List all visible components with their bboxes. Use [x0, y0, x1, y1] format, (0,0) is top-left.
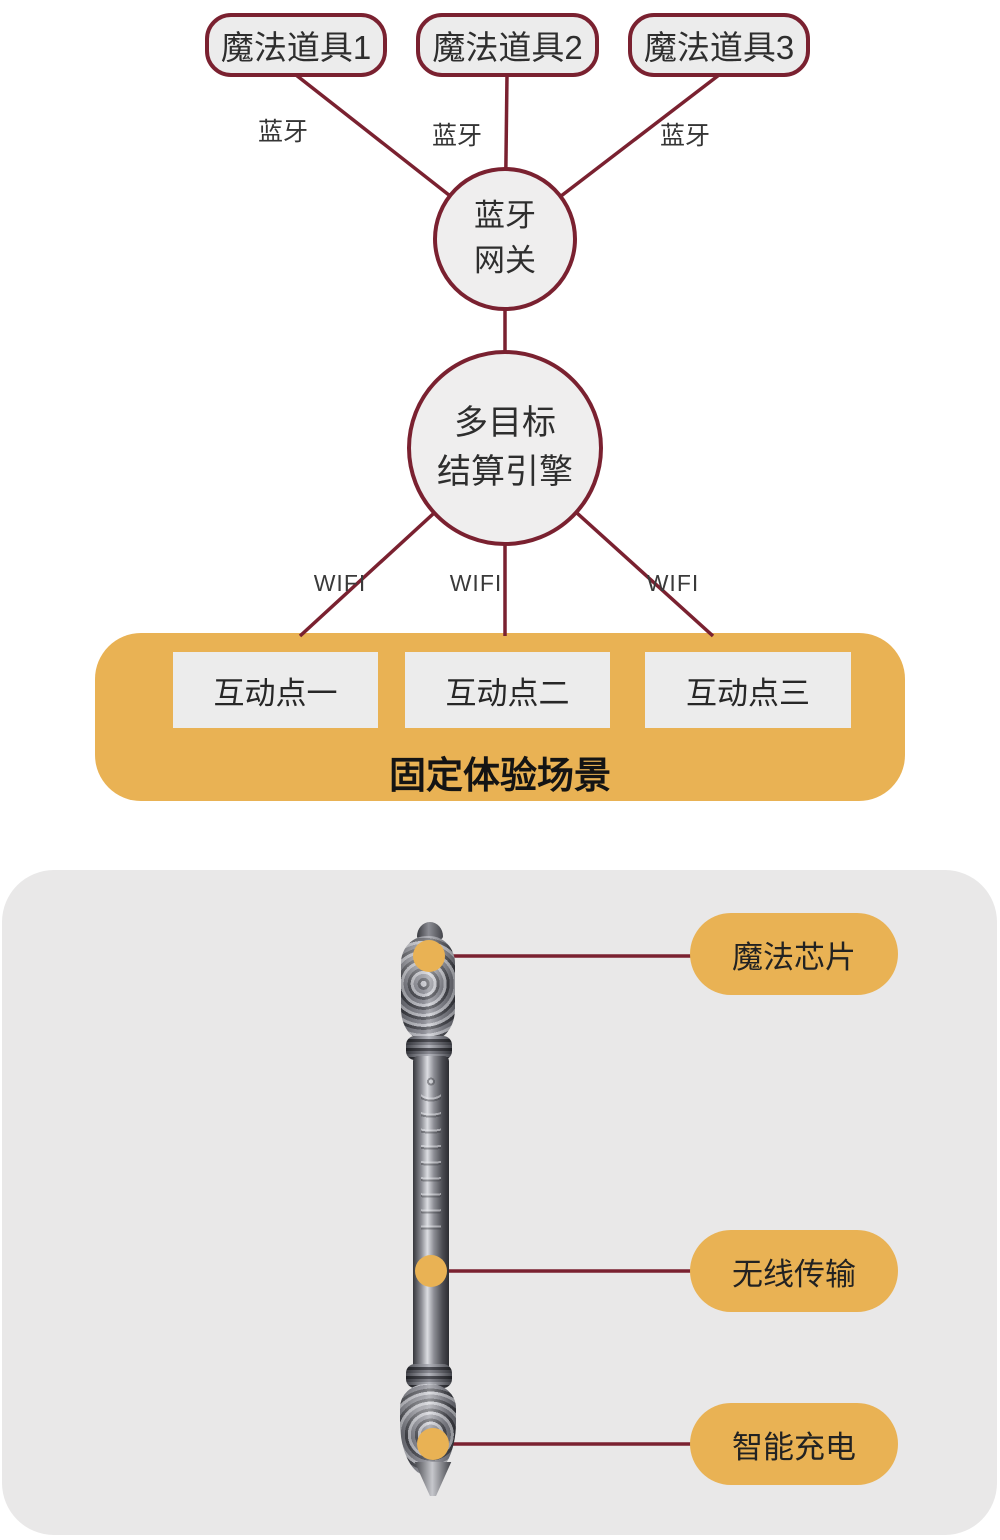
wifi-link-label-1: WIFI [313, 570, 367, 596]
callout-smart-charging: 智能充电 [690, 1403, 898, 1485]
gateway-label-line2: 网关 [474, 243, 536, 278]
settlement-engine-node: 多目标 结算引擎 [407, 350, 603, 546]
callout-label: 无线传输 [732, 1256, 856, 1292]
point-label: 互动点一 [213, 675, 338, 711]
chip-marker-dot [413, 940, 445, 972]
bluetooth-gateway-node: 蓝牙 网关 [433, 167, 577, 311]
device-label: 魔法道具2 [432, 29, 583, 66]
point-label: 互动点二 [445, 675, 570, 711]
interaction-point-1: 互动点一 [173, 652, 378, 728]
engine-label-line2: 结算引擎 [437, 453, 573, 491]
interaction-point-2: 互动点二 [405, 652, 610, 728]
device-label: 魔法道具1 [220, 29, 372, 66]
wand-shaft [413, 1056, 449, 1376]
wireless-marker-dot [415, 1255, 447, 1287]
interaction-point-3: 互动点三 [645, 652, 851, 728]
bluetooth-link-label-1: 蓝牙 [257, 118, 309, 146]
wand-engraving-texture [421, 1068, 441, 1238]
engine-label: 多目标 结算引擎 [437, 399, 573, 498]
bluetooth-link-label-2: 蓝牙 [431, 122, 483, 150]
charging-marker-dot [417, 1428, 449, 1460]
gateway-label-line1: 蓝牙 [474, 198, 536, 234]
device-node-1: 魔法道具1 [205, 13, 387, 77]
device-label: 魔法道具3 [643, 29, 795, 66]
device-node-2: 魔法道具2 [416, 13, 599, 77]
wifi-link-label-3: WIFI [646, 570, 700, 596]
scene-caption: 固定体验场景 [389, 755, 611, 796]
device-node-3: 魔法道具3 [628, 13, 810, 77]
point-label: 互动点三 [686, 675, 810, 711]
engine-label-line1: 多目标 [454, 403, 556, 442]
wand-finial [417, 922, 443, 940]
callout-label: 智能充电 [732, 1429, 856, 1465]
bluetooth-link-label-3: 蓝牙 [659, 122, 711, 150]
wifi-link-label-2: WIFI [449, 570, 503, 596]
callout-magic-chip: 魔法芯片 [690, 913, 898, 995]
gateway-label: 蓝牙 网关 [474, 194, 536, 284]
callout-label: 魔法芯片 [732, 939, 856, 975]
callout-wireless-transmission: 无线传输 [690, 1230, 898, 1312]
